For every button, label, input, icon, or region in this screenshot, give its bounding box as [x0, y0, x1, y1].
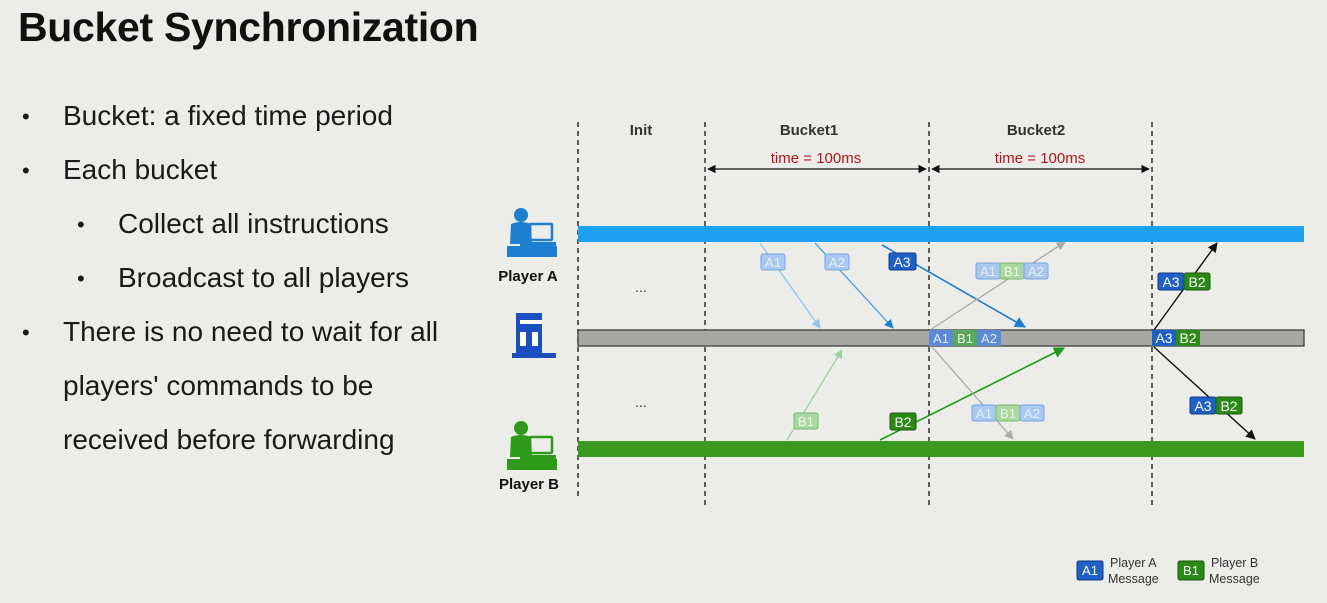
bullet-item: There is no need to wait for all [63, 316, 439, 347]
player-a-lane [578, 226, 1304, 242]
bullet-continuation: players' commands to be [63, 370, 374, 401]
svg-text:B1: B1 [1000, 406, 1016, 421]
svg-text:A3: A3 [893, 254, 910, 270]
bullet-item: Bucket: a fixed time period [63, 100, 393, 131]
svg-text:A3: A3 [1155, 330, 1172, 346]
legend: A1 Player A Message B1 Player B Message [1076, 556, 1260, 586]
bullet-list: • Bucket: a fixed time period • Each buc… [0, 0, 500, 603]
svg-text:B2: B2 [1179, 330, 1196, 346]
sub-bullet-dot: • [77, 212, 85, 237]
bullet-dot: • [22, 158, 30, 183]
bullet-continuation: received before forwarding [63, 424, 395, 455]
arrow-broadcast1-to-a [929, 241, 1066, 331]
svg-text:A2: A2 [1028, 264, 1044, 279]
svg-text:B1: B1 [1183, 563, 1199, 578]
player-b-icon [507, 421, 557, 470]
sub-bullet-dot: • [77, 266, 85, 291]
sub-bullet-item: Collect all instructions [118, 208, 389, 239]
svg-text:B1: B1 [798, 414, 814, 429]
svg-text:A2: A2 [981, 331, 997, 346]
svg-text:A3: A3 [1194, 398, 1211, 414]
bullet-item: Each bucket [63, 154, 218, 185]
ellipsis: ... [635, 394, 647, 410]
svg-text:A1: A1 [933, 331, 949, 346]
svg-text:B2: B2 [1220, 398, 1237, 414]
message-bundle-broadcast2-b: A3 B2 [1189, 396, 1243, 415]
svg-text:A1: A1 [980, 264, 996, 279]
svg-text:B1: B1 [1004, 264, 1020, 279]
phase-label-bucket2: Bucket2 [1007, 122, 1065, 139]
ellipsis: ... [635, 279, 647, 295]
slide-title: Bucket Synchronization [18, 4, 479, 50]
message-tag-b1: B1 [793, 412, 819, 430]
svg-text:A1: A1 [1082, 563, 1098, 578]
svg-text:A1: A1 [976, 406, 992, 421]
player-a-label: Player A [498, 268, 558, 285]
svg-text:Player A: Player A [1110, 556, 1157, 570]
phase-label-init: Init [630, 122, 653, 139]
sub-bullet-item: Broadcast to all players [118, 262, 410, 293]
svg-text:B2: B2 [1188, 274, 1205, 290]
svg-text:A3: A3 [1162, 274, 1179, 290]
svg-text:A2: A2 [1024, 406, 1040, 421]
message-tag-a1: A1 [760, 253, 786, 271]
legend-item-player-a: A1 Player A Message [1076, 556, 1159, 586]
arrow-broadcast1-to-b [931, 346, 1014, 440]
bullet-dot: • [22, 104, 30, 129]
svg-text:B1: B1 [957, 331, 973, 346]
server-icon [512, 313, 556, 358]
player-a-icon [507, 208, 557, 257]
player-b-label: Player B [499, 476, 559, 493]
message-tag-a2: A2 [824, 253, 850, 271]
message-bundle-broadcast2-a: A3 B2 [1157, 272, 1211, 291]
svg-text:Message: Message [1108, 572, 1159, 586]
duration-label-bucket1: time = 100ms [771, 150, 861, 167]
svg-text:A2: A2 [829, 255, 845, 270]
message-bundle-broadcast1-b: A1 B1 A2 [971, 404, 1045, 422]
svg-text:B2: B2 [894, 414, 911, 430]
server-bundle-bucket2: A3 B2 [1152, 330, 1200, 346]
player-b-lane [578, 441, 1304, 457]
message-tag-a3: A3 [888, 252, 917, 271]
svg-text:A1: A1 [765, 255, 781, 270]
bullet-dot: • [22, 320, 30, 345]
svg-text:Player B: Player B [1211, 556, 1258, 570]
phase-label-bucket1: Bucket1 [780, 122, 838, 139]
arrow-broadcast2-to-b [1153, 346, 1256, 440]
message-tag-b2: B2 [889, 412, 917, 431]
legend-item-player-b: B1 Player B Message [1177, 556, 1260, 586]
duration-label-bucket2: time = 100ms [995, 150, 1085, 167]
svg-text:Message: Message [1209, 572, 1260, 586]
server-bundle-bucket1: A1 B1 A2 [929, 330, 1001, 346]
message-bundle-broadcast1-a: A1 B1 A2 [975, 262, 1049, 280]
